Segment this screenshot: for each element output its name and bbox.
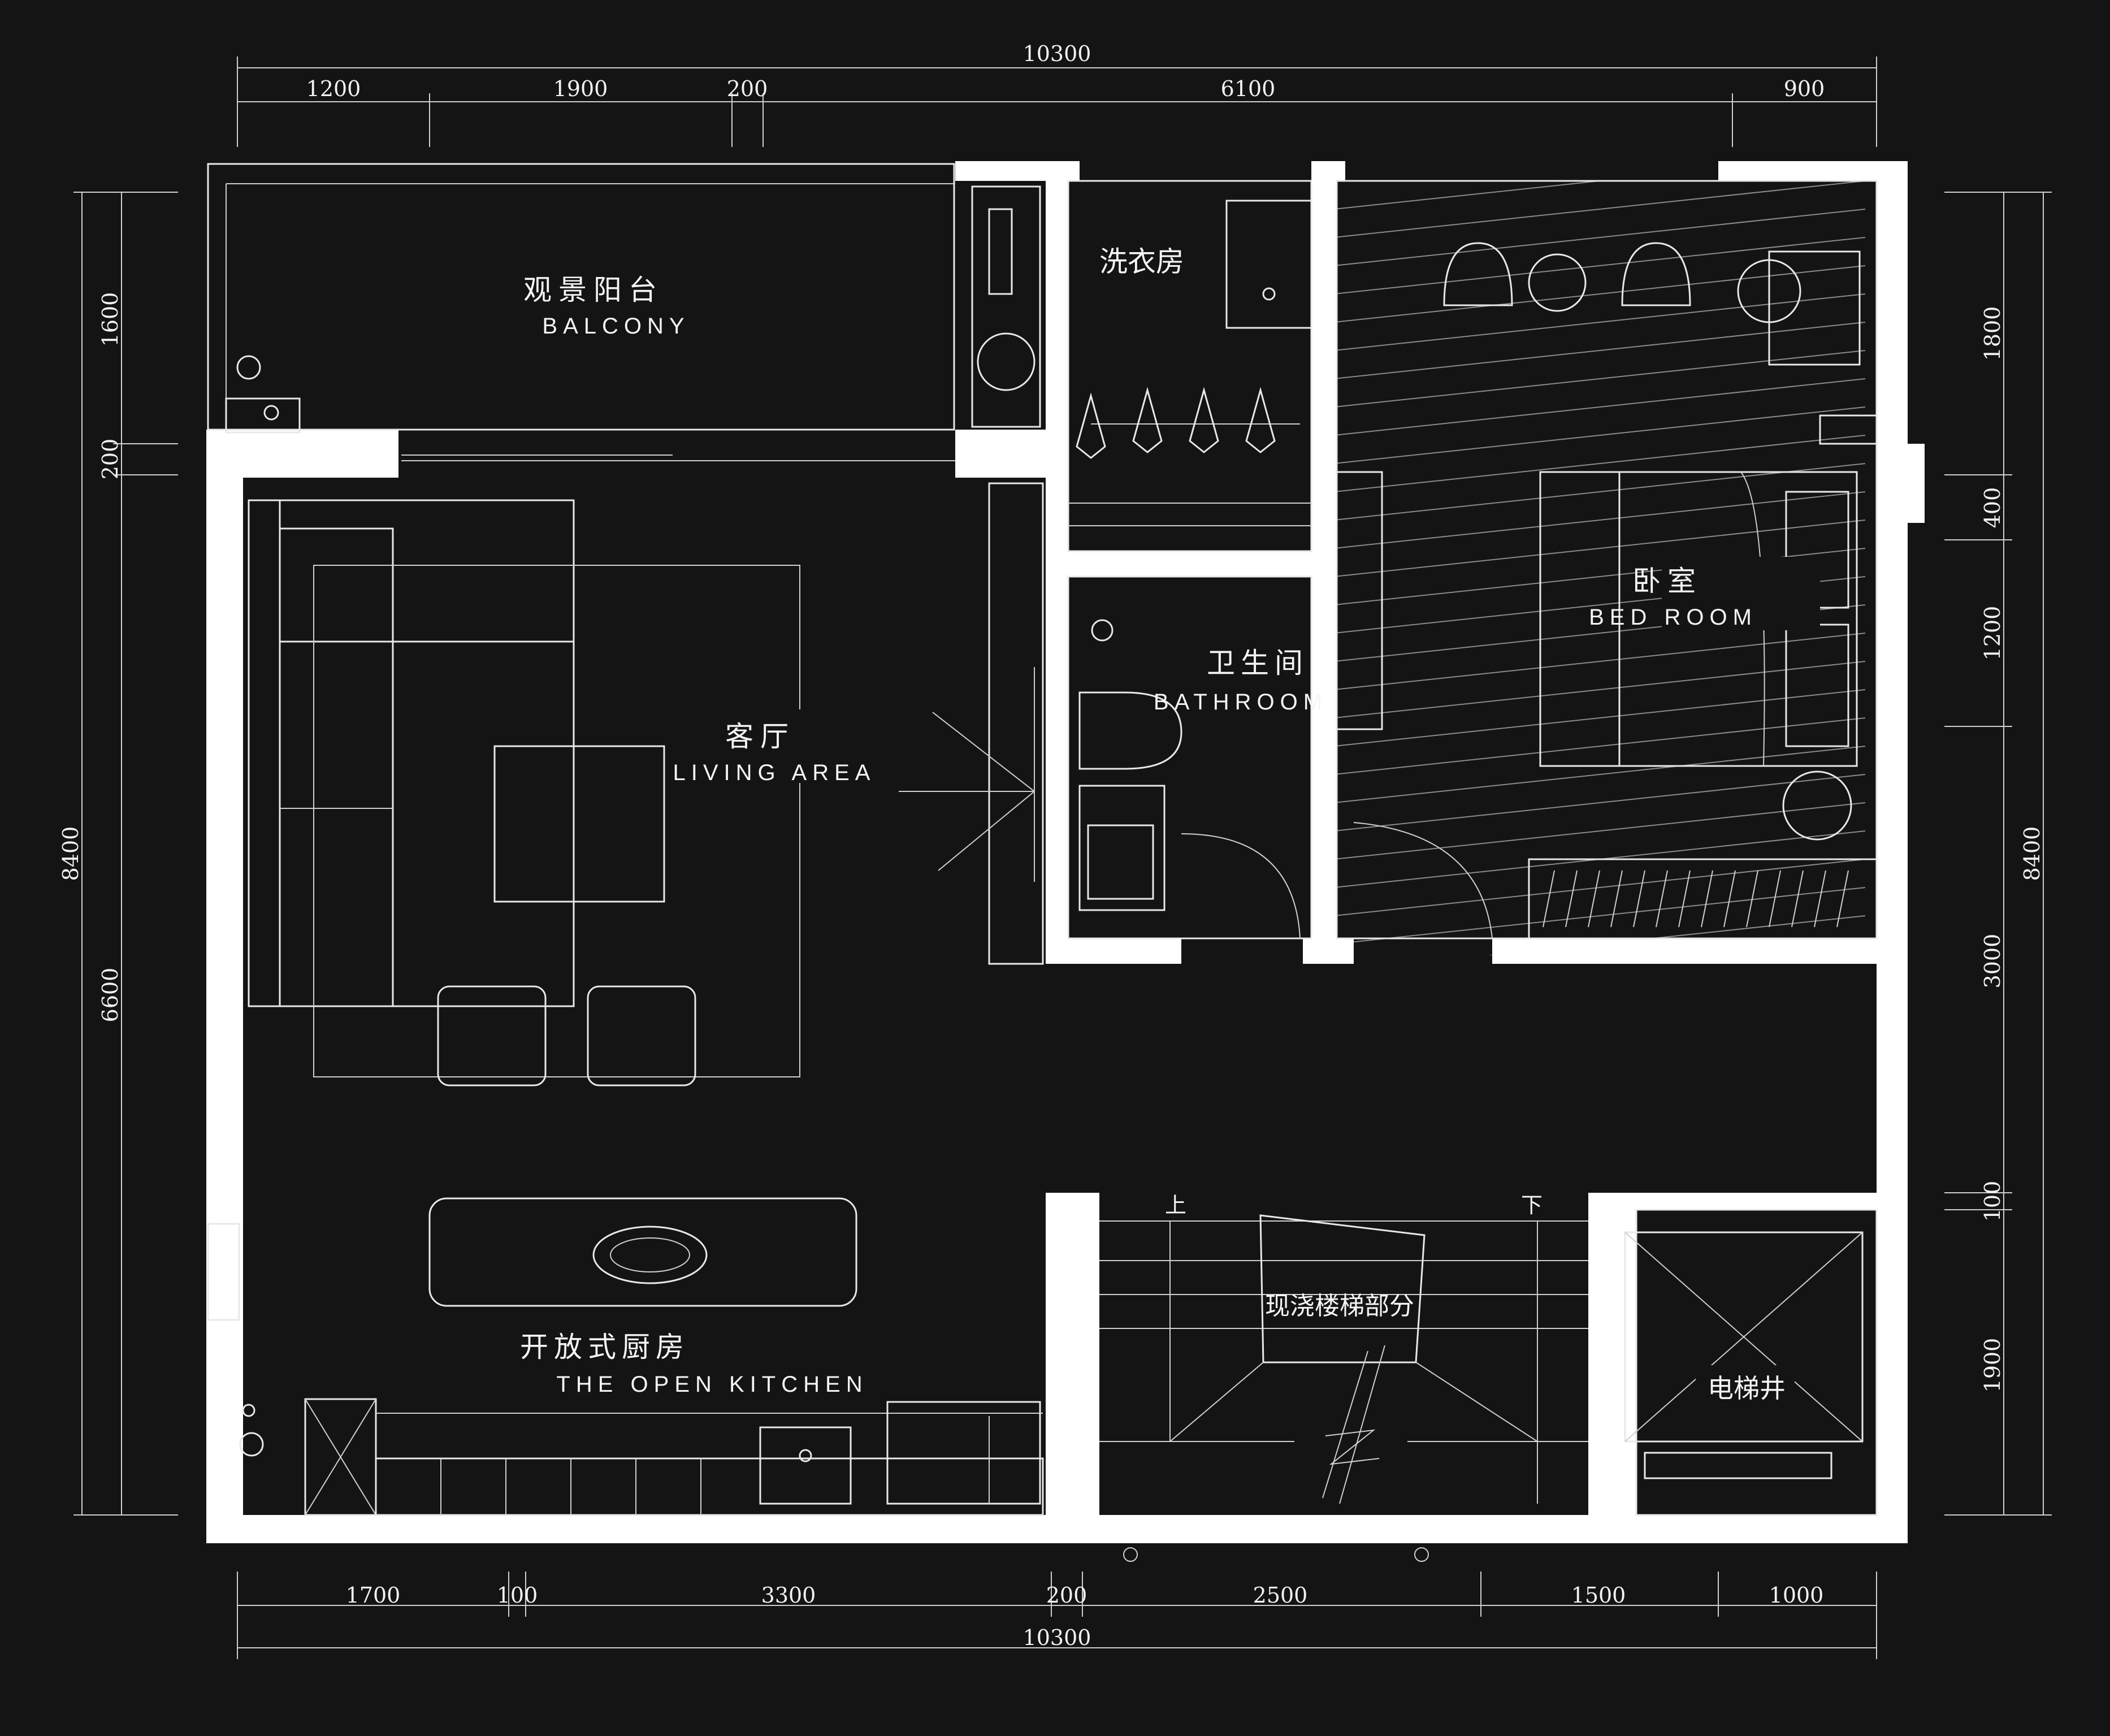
bottom-dimension-6: 1500 bbox=[1571, 1583, 1626, 1608]
balcony: 观景阳台 BALCONY bbox=[207, 163, 1041, 461]
laundry-label-zh: 洗衣房 bbox=[1099, 245, 1184, 278]
kitchen-label-en: THE OPEN KITCHEN bbox=[556, 1372, 868, 1397]
stairs-down-mark: 下 bbox=[1521, 1193, 1543, 1218]
top-dimension-4: 6100 bbox=[1221, 76, 1276, 101]
living-area: 客厅 LIVING AREA bbox=[248, 482, 1044, 1086]
bathroom: 卫生间 BATHROOM bbox=[1067, 575, 1328, 940]
right-dimension-4: 3000 bbox=[1980, 934, 2005, 989]
bottom-dimensions: 1700 100 3300 200 2500 1500 1000 10300 bbox=[237, 1572, 1877, 1659]
balcony-label-en: BALCONY bbox=[542, 314, 690, 339]
top-total-dimension: 10300 bbox=[1023, 41, 1091, 66]
right-dimension-3: 1200 bbox=[1980, 606, 2005, 661]
laundry-room: 洗衣房 bbox=[1067, 180, 1312, 552]
top-dimension-3: 200 bbox=[727, 76, 768, 101]
left-dimension-2: 200 bbox=[98, 439, 123, 480]
right-dimensions: 1800 400 1200 3000 100 1900 8400 bbox=[1944, 192, 2052, 1516]
balcony-label-zh: 观景阳台 bbox=[523, 274, 664, 306]
left-dimension-1: 1600 bbox=[98, 292, 123, 347]
bottom-dimension-5: 2500 bbox=[1253, 1583, 1308, 1608]
kitchen-label-zh: 开放式厨房 bbox=[520, 1331, 690, 1363]
bedroom-label-en: BED ROOM bbox=[1589, 605, 1757, 630]
right-dimension-5: 100 bbox=[1980, 1181, 2005, 1222]
left-dimensions: 8400 1600 200 6600 bbox=[58, 192, 178, 1516]
west-window bbox=[207, 1223, 240, 1321]
bathroom-label-zh: 卫生间 bbox=[1207, 647, 1309, 679]
elevator-label-zh: 电梯井 bbox=[1708, 1373, 1786, 1404]
open-kitchen: 开放式厨房 THE OPEN KITCHEN bbox=[239, 1197, 1044, 1516]
bottom-dimension-3: 3300 bbox=[761, 1583, 816, 1608]
bottom-total-dimension: 10300 bbox=[1023, 1625, 1091, 1650]
elevator-shaft: 电梯井 bbox=[1624, 1209, 1878, 1516]
top-dimension-5: 900 bbox=[1784, 76, 1825, 101]
walls bbox=[206, 161, 1925, 1543]
bottom-dimension-1: 1700 bbox=[346, 1583, 401, 1608]
living-label-en: LIVING AREA bbox=[673, 760, 876, 785]
top-dimension-2: 1900 bbox=[553, 76, 608, 101]
right-dimension-1: 1800 bbox=[1980, 306, 2005, 361]
top-dimension-1: 1200 bbox=[306, 76, 361, 101]
bedroom-wood-floor bbox=[1334, 181, 1865, 955]
bottom-dimension-4: 200 bbox=[1046, 1583, 1088, 1608]
stairs-up-mark: 上 bbox=[1165, 1193, 1186, 1218]
left-total-dimension: 8400 bbox=[58, 826, 83, 881]
bathroom-label-en: BATHROOM bbox=[1154, 690, 1328, 715]
right-dimension-2: 400 bbox=[1980, 487, 2005, 529]
bottom-dimension-2: 100 bbox=[497, 1583, 538, 1608]
right-total-dimension: 8400 bbox=[2020, 826, 2044, 881]
right-dimension-6: 1900 bbox=[1980, 1338, 2005, 1393]
left-dimension-3: 6600 bbox=[98, 968, 123, 1023]
bedroom: 卧室 BED ROOM bbox=[1336, 180, 1878, 940]
bedroom-label-zh: 卧室 bbox=[1632, 565, 1702, 598]
stairs-label-zh: 现浇楼梯部分 bbox=[1265, 1292, 1414, 1321]
top-dimensions: 10300 1200 1900 200 6100 900 bbox=[237, 41, 1877, 147]
bottom-dimension-7: 1000 bbox=[1769, 1583, 1824, 1608]
stairwell: 上 下 现浇楼梯部分 bbox=[1099, 1193, 1588, 1562]
living-label-zh: 客厅 bbox=[725, 720, 795, 753]
